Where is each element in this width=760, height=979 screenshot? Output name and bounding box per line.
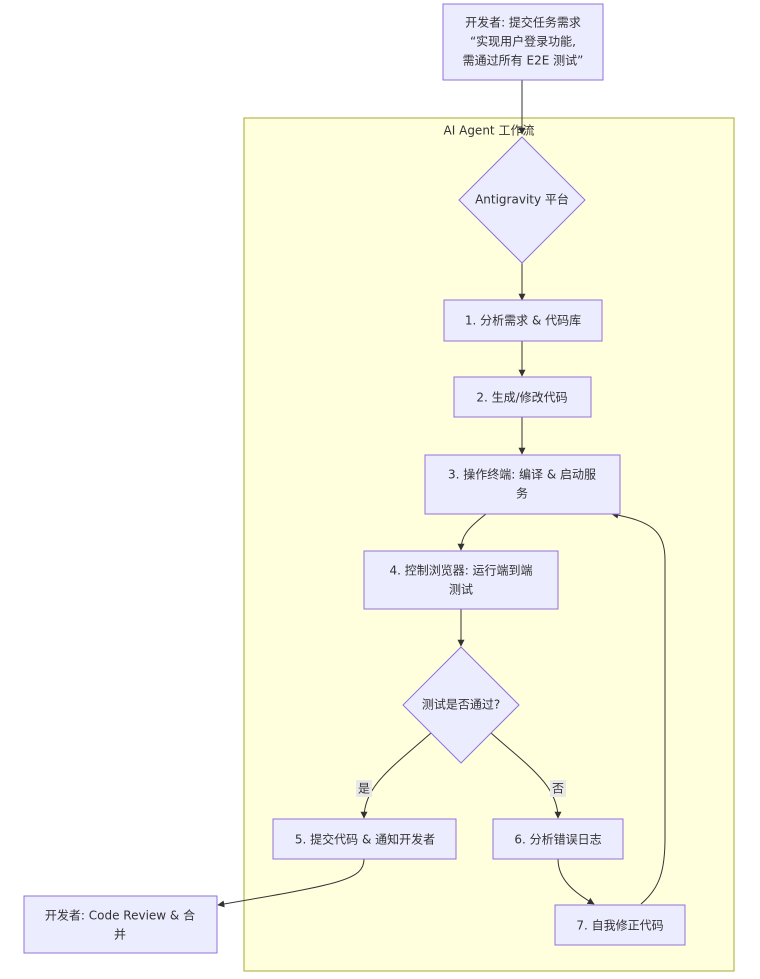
svg-text:开发者: 提交任务需求: 开发者: 提交任务需求 — [465, 15, 581, 30]
edge-decision-to-commit — [360, 732, 432, 819]
edge-label-yes-text: 是 — [358, 782, 370, 796]
edge-label-yes: 是 — [356, 780, 372, 797]
svg-text:测试是否通过?: 测试是否通过? — [422, 697, 500, 712]
svg-text:“实现用户登录功能,: “实现用户登录功能, — [470, 34, 576, 49]
edges — [217, 80, 666, 908]
node-decision: 测试是否通过? — [402, 646, 520, 764]
cluster-title: AI Agent 工作流 — [444, 124, 535, 138]
node-self-fix: 7. 自我修正代码 — [554, 904, 686, 946]
node-commit: 5. 提交代码 & 通知开发者 — [272, 818, 457, 860]
node-terminal: 3. 操作终端: 编译 & 启动服 务 — [424, 454, 621, 515]
node-generate: 2. 生成/修改代码 — [453, 376, 592, 418]
node-browser: 4. 控制浏览器: 运行端到端 测试 — [363, 550, 559, 610]
svg-text:6. 分析错误日志: 6. 分析错误日志 — [514, 833, 601, 847]
svg-text:开发者: Code Review & 合: 开发者: Code Review & 合 — [45, 908, 195, 923]
node-dev-review: 开发者: Code Review & 合 并 — [23, 895, 218, 954]
svg-text:3. 操作终端: 编译 & 启动服: 3. 操作终端: 编译 & 启动服 — [448, 467, 596, 482]
svg-text:7. 自我修正代码: 7. 自我修正代码 — [576, 918, 663, 933]
edge-commit-to-dev-review — [217, 858, 365, 908]
node-analyze-log: 6. 分析错误日志 — [492, 818, 624, 860]
edge-label-no: 否 — [550, 780, 566, 797]
edge-self-fix-to-terminal — [611, 511, 666, 905]
svg-text:5. 提交代码 & 通知开发者: 5. 提交代码 & 通知开发者 — [295, 832, 435, 847]
node-dev-submit: 开发者: 提交任务需求 “实现用户登录功能, 需通过所有 E2E 测试” — [442, 3, 604, 81]
edge-label-no-text: 否 — [552, 782, 564, 796]
svg-text:需通过所有 E2E 测试”: 需通过所有 E2E 测试” — [463, 53, 584, 68]
svg-text:Antigravity 平台: Antigravity 平台 — [475, 192, 569, 207]
node-analyze: 1. 分析需求 & 代码库 — [443, 299, 603, 342]
svg-text:测试: 测试 — [449, 582, 473, 597]
edge-decision-to-analyze-log — [490, 732, 562, 819]
svg-text:2. 生成/修改代码: 2. 生成/修改代码 — [476, 390, 567, 405]
edge-terminal-to-browser — [457, 513, 487, 551]
node-platform: Antigravity 平台 — [458, 136, 586, 264]
svg-text:务: 务 — [516, 486, 528, 501]
svg-text:并: 并 — [114, 928, 126, 942]
edge-analyze-log-to-self-fix — [557, 858, 595, 905]
svg-text:4. 控制浏览器: 运行端到端: 4. 控制浏览器: 运行端到端 — [389, 563, 532, 578]
svg-text:1. 分析需求 & 代码库: 1. 分析需求 & 代码库 — [465, 313, 581, 328]
